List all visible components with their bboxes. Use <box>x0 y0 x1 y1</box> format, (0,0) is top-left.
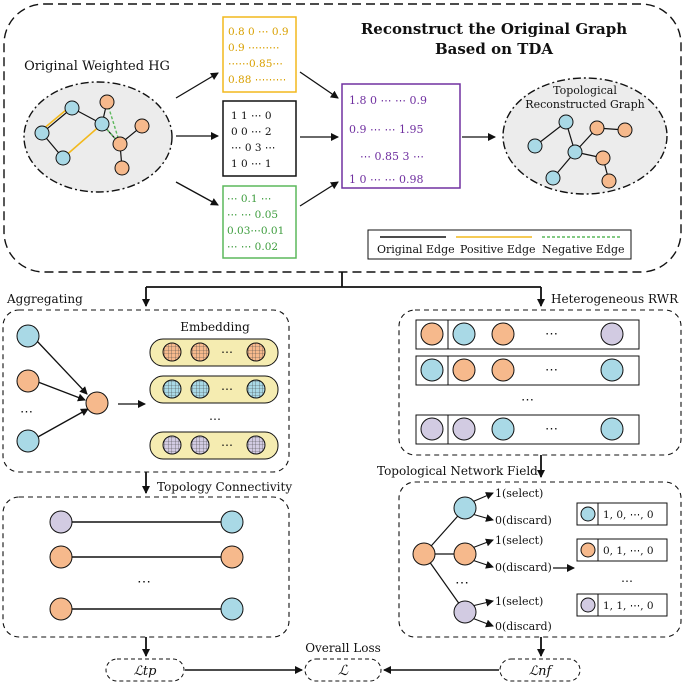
select-2: 1(select) <box>495 534 543 547</box>
overall-loss-label: Overall Loss <box>305 641 381 655</box>
loss-nf: ℒnf <box>529 664 554 679</box>
original-graph <box>23 81 173 193</box>
svg-text:⋯: ⋯ <box>209 412 221 426</box>
purple-row-1: 1.8 0 ⋯ ⋯ 0.9 <box>349 94 427 107</box>
edge-legend: Original Edge Positive Edge Negative Edg… <box>367 229 632 260</box>
vector-3: 1, 1, ⋯, 0 <box>603 600 654 612</box>
topology-label: Topology Connectivity <box>157 480 292 494</box>
purple-row-4: 1 0 ⋯ ⋯ 0.98 <box>349 173 423 186</box>
svg-text:⋯: ⋯ <box>221 382 233 396</box>
yellow-row-1: 0.8 0 ⋯ 0.9 <box>228 26 289 38</box>
loss-total: ℒ <box>338 663 349 679</box>
loss-nf-box <box>499 658 581 682</box>
aggregating-dots: ⋯ <box>20 405 33 420</box>
legend-original: Original Edge <box>377 243 455 256</box>
top-title-line2: Based on TDA <box>435 40 553 58</box>
original-graph-label: Original Weighted HG <box>24 59 170 74</box>
black-row-1: 1 1 ⋯ 0 <box>231 110 272 122</box>
topology-panel <box>2 496 290 638</box>
yellow-row-2: 0.9 ⋯⋯⋯ <box>228 42 280 54</box>
legend-negative: Negative Edge <box>542 243 625 256</box>
embedding-label: Embedding <box>180 320 250 334</box>
discard-3: 0(discard) <box>495 620 552 633</box>
svg-text:⋯: ⋯ <box>545 422 558 437</box>
discard-2: 0(discard) <box>495 561 552 574</box>
loss-tp: ℒtp <box>134 664 158 679</box>
rwr-walks: ⋯ ⋯ ⋯ ⋯ <box>415 319 640 445</box>
green-row-4: ⋯ ⋯ 0.02 <box>227 241 278 253</box>
svg-text:⋯: ⋯ <box>221 438 233 452</box>
field-vectors: ⋯ <box>576 502 668 617</box>
purple-row-2: 0.9 ⋯ ⋯ 1.95 <box>349 123 423 136</box>
field-tree <box>412 492 575 628</box>
recon-label-line2: Reconstructed Graph <box>525 98 644 111</box>
embedding-pills: ⋯ ⋯ ⋯ ⋯ <box>149 338 279 460</box>
green-row-2: ⋯ ⋯ 0.05 <box>227 209 278 221</box>
recon-label-line1: Topological <box>553 84 617 97</box>
svg-text:⋯: ⋯ <box>221 345 233 359</box>
yellow-matrix <box>222 16 297 93</box>
purple-row-3: ⋯ 0.85 3 ⋯ <box>360 150 424 163</box>
reconstructed-graph <box>502 77 668 195</box>
black-row-3: ⋯ 0 3 ⋯ <box>231 142 275 154</box>
select-3: 1(select) <box>495 595 543 608</box>
green-row-3: 0.03⋯0.01 <box>227 225 284 237</box>
loss-total-box <box>304 658 382 682</box>
aggregation-graph <box>16 324 146 453</box>
svg-text:⋯: ⋯ <box>521 393 534 408</box>
yellow-row-3: ⋯⋯0.85⋯ <box>228 58 283 70</box>
field-dots: ⋯ <box>455 575 469 591</box>
svg-text:⋯: ⋯ <box>621 574 633 588</box>
aggregating-label: Aggregating <box>6 292 83 306</box>
select-1: 1(select) <box>495 487 543 500</box>
discard-1: 0(discard) <box>495 514 552 527</box>
topology-edges <box>49 510 244 621</box>
legend-positive: Positive Edge <box>460 243 536 256</box>
field-label: Topological Network Field <box>377 464 538 478</box>
topology-dots: ⋯ <box>137 574 151 590</box>
svg-text:⋯: ⋯ <box>545 363 558 378</box>
loss-tp-box <box>105 658 185 682</box>
vector-1: 1, 0, ⋯, 0 <box>603 509 654 521</box>
black-row-4: 1 0 ⋯ 1 <box>231 158 272 170</box>
black-matrix <box>222 100 297 177</box>
black-row-2: 0 0 ⋯ 2 <box>231 126 272 138</box>
rwr-label: Heterogeneous RWR <box>551 292 679 306</box>
green-matrix <box>222 185 297 259</box>
green-row-1: ⋯ 0.1 ⋯ <box>227 193 271 205</box>
field-panel <box>398 481 682 638</box>
vector-2: 0, 1, ⋯, 0 <box>603 545 654 557</box>
top-title-line1: Reconstruct the Original Graph <box>361 20 627 38</box>
yellow-row-4: 0.88 ⋯⋯⋯ <box>228 74 286 86</box>
svg-text:⋯: ⋯ <box>545 327 558 342</box>
purple-matrix <box>341 83 461 189</box>
